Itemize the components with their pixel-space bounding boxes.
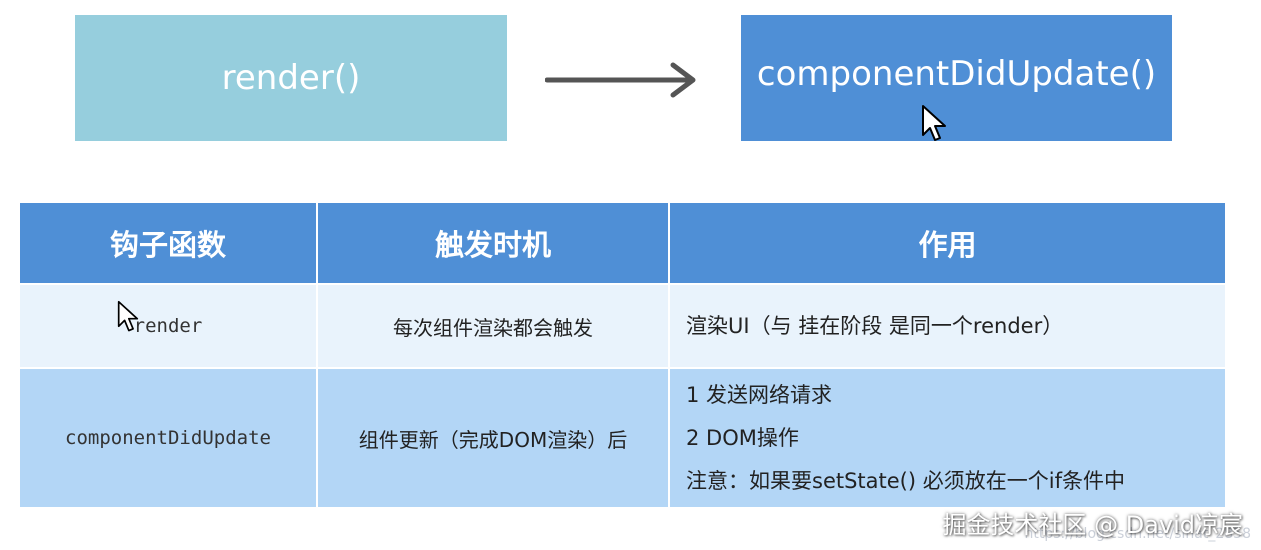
lifecycle-hooks-table: 钩子函数 触发时机 作用 render 每次组件渲染都会触发 渲染UI（与 挂在… xyxy=(18,201,1227,509)
purpose-cell: 1 发送网络请求 2 DOM操作 注意：如果要setState() 必须放在一个… xyxy=(668,367,1227,509)
table-header-row: 钩子函数 触发时机 作用 xyxy=(18,201,1227,285)
header-hook-function: 钩子函数 xyxy=(18,201,318,285)
purpose-line: 2 DOM操作 xyxy=(686,425,799,450)
right-arrow-icon xyxy=(545,62,696,98)
hook-name-cell: componentDidUpdate xyxy=(18,367,318,509)
purpose-line: 1 发送网络请求 xyxy=(686,382,833,407)
trigger-timing-cell: 组件更新（完成DOM渲染）后 xyxy=(316,367,670,509)
purpose-line: 注意：如果要setState() 必须放在一个if条件中 xyxy=(686,468,1125,493)
mouse-pointer-icon xyxy=(922,105,946,141)
hook-name-cell: render xyxy=(18,283,318,369)
site-watermark: 掘金技术社区 @ David凉宸 xyxy=(942,511,1243,539)
purpose-cell: 渲染UI（与 挂在阶段 是同一个render） xyxy=(668,283,1227,369)
component-did-update-box-label: componentDidUpdate() xyxy=(756,54,1157,94)
table-row: componentDidUpdate 组件更新（完成DOM渲染）后 1 发送网络… xyxy=(18,367,1227,509)
render-box-label: render() xyxy=(221,58,361,98)
header-purpose: 作用 xyxy=(668,201,1227,285)
table-row: render 每次组件渲染都会触发 渲染UI（与 挂在阶段 是同一个render… xyxy=(18,283,1227,369)
component-did-update-box: componentDidUpdate() xyxy=(741,15,1172,141)
render-box: render() xyxy=(75,15,507,141)
trigger-timing-cell: 每次组件渲染都会触发 xyxy=(316,283,670,369)
purpose-line: 渲染UI（与 挂在阶段 是同一个render） xyxy=(686,313,1064,338)
faint-url-watermark: https://blog.csdn.net/sinat_2858 xyxy=(1024,526,1251,542)
header-trigger-timing: 触发时机 xyxy=(316,201,670,285)
mouse-pointer-icon xyxy=(117,300,139,332)
